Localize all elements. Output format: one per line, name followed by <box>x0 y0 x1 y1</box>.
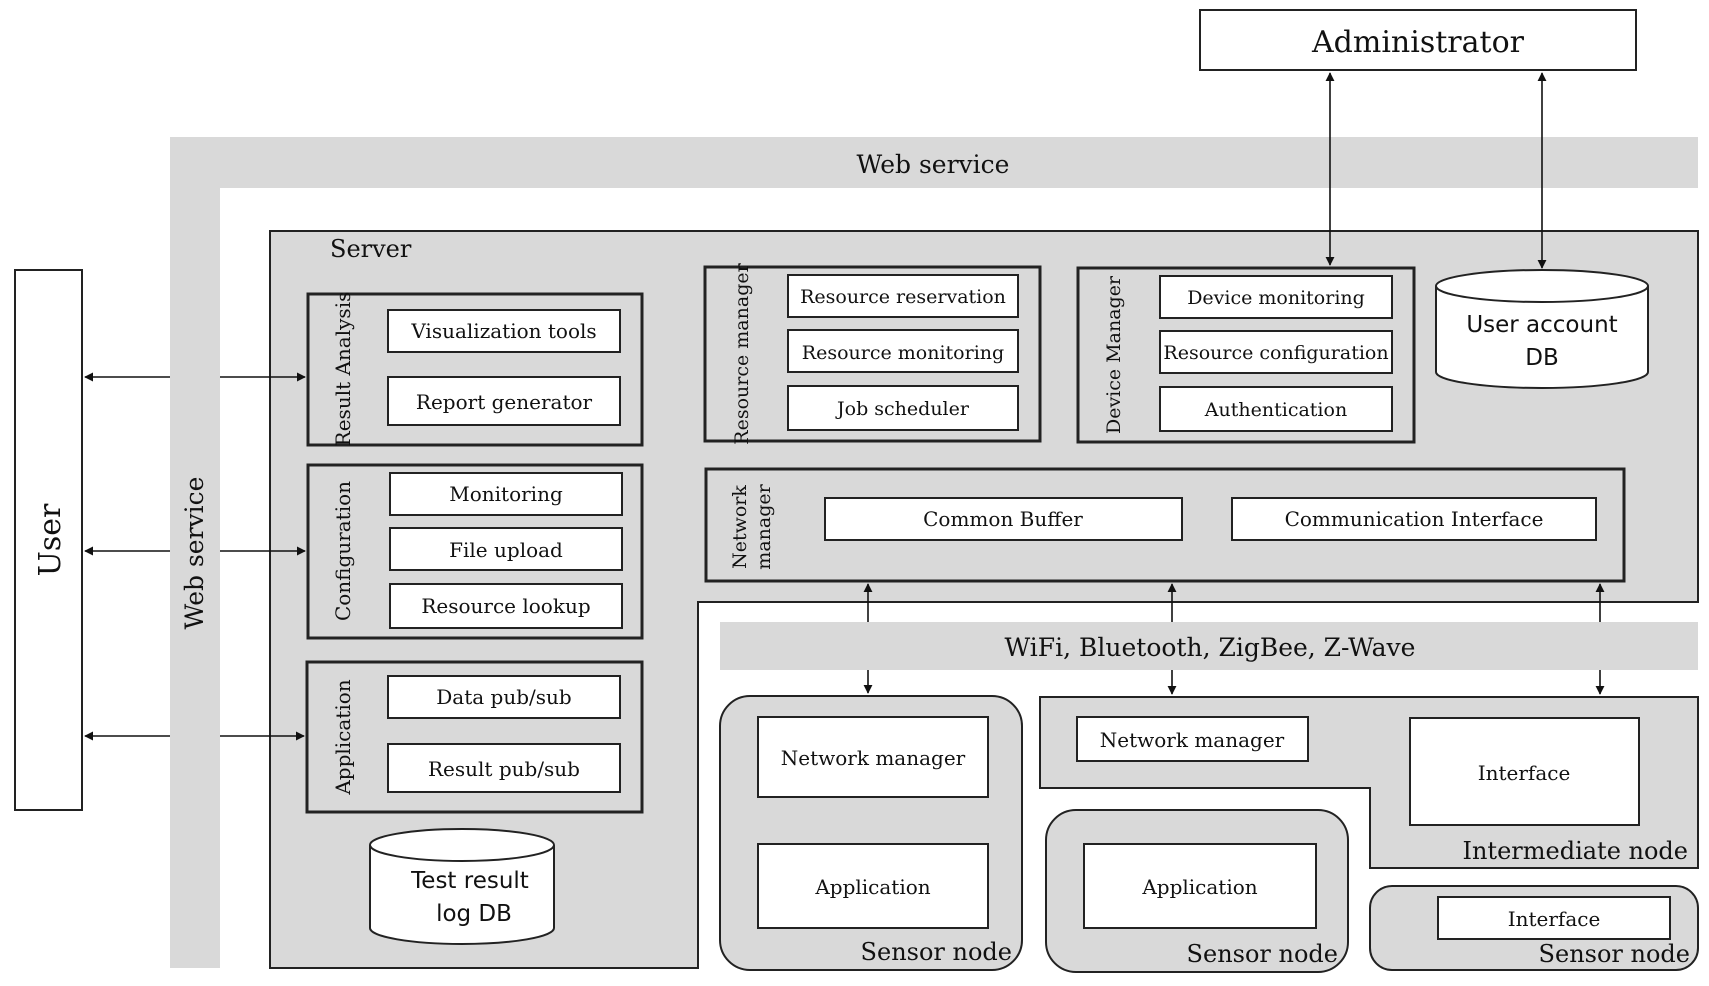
monitoring-box <box>389 472 623 516</box>
application-label: Application <box>331 679 355 795</box>
visualization-tools-box <box>387 309 621 353</box>
sensor3-interface-box <box>1437 896 1671 940</box>
report-generator-label: Report generator <box>416 390 593 414</box>
intermediate-interface-box <box>1409 717 1640 826</box>
sensor2-application-box <box>1083 843 1317 929</box>
user-account-db-icon <box>1435 269 1649 389</box>
resource-monitoring-box <box>787 329 1019 373</box>
device-monitoring-box <box>1159 275 1393 319</box>
device-manager-label: Device Manager <box>1103 275 1125 434</box>
sensor2-label: Sensor node <box>1187 940 1338 968</box>
monitoring-label: Monitoring <box>449 482 563 506</box>
user-label: User <box>33 503 68 576</box>
communication-interface-label: Communication Interface <box>1285 507 1544 531</box>
result-pubsub-label: Result pub/sub <box>428 757 580 781</box>
web-service-top-label: Web service <box>857 150 1010 179</box>
sensor3-interface-label: Interface <box>1508 907 1601 931</box>
resource-lookup-label: Resource lookup <box>421 594 590 618</box>
sensor1-network-manager-box <box>757 716 989 798</box>
file-upload-box <box>389 527 623 571</box>
communication-interface-box <box>1231 497 1597 541</box>
user-db-line2: DB <box>1525 345 1559 371</box>
sensor1-application-label: Application <box>814 875 930 899</box>
intermediate-network-manager-box <box>1076 716 1309 762</box>
resource-monitoring-label: Resource monitoring <box>802 342 1004 364</box>
intermediate-interface-label: Interface <box>1478 761 1571 785</box>
test-result-db-icon <box>369 828 555 945</box>
sensor1-network-manager-label: Network manager <box>781 746 966 770</box>
visualization-tools-label: Visualization tools <box>410 319 596 343</box>
device-monitoring-label: Device monitoring <box>1187 287 1365 309</box>
resource-reservation-label: Resource reservation <box>800 286 1006 308</box>
common-buffer-box <box>824 497 1183 541</box>
administrator-box <box>1199 9 1637 71</box>
data-pubsub-label: Data pub/sub <box>436 685 571 709</box>
test-db-line1: Test result <box>410 868 529 894</box>
network-manager-label-1: Network <box>729 485 751 569</box>
resource-configuration-box <box>1159 330 1393 374</box>
authentication-box <box>1159 386 1393 432</box>
connector-arrows <box>84 72 1605 741</box>
intermediate-network-manager-label: Network manager <box>1100 728 1285 752</box>
resource-reservation-box <box>787 274 1019 318</box>
administrator-label: Administrator <box>1311 25 1525 60</box>
user-db-line1: User account <box>1466 312 1617 338</box>
resource-lookup-box <box>389 583 623 629</box>
authentication-label: Authentication <box>1204 399 1347 421</box>
wireless-label: WiFi, Bluetooth, ZigBee, Z-Wave <box>1005 633 1416 662</box>
web-service-side-label: Web service <box>180 477 209 630</box>
network-manager-label-2: manager <box>753 483 775 569</box>
server-label: Server <box>330 235 412 263</box>
report-generator-box <box>387 376 621 426</box>
result-pubsub-box <box>387 743 621 793</box>
wireless-band <box>720 622 1698 670</box>
common-buffer-label: Common Buffer <box>923 507 1083 531</box>
intermediate-node-label: Intermediate node <box>1462 837 1688 865</box>
sensor1-label: Sensor node <box>861 938 1012 966</box>
job-scheduler-label: Job scheduler <box>835 398 970 420</box>
file-upload-label: File upload <box>449 538 563 562</box>
sensor3-label: Sensor node <box>1539 940 1690 968</box>
test-db-line2: log DB <box>436 901 512 927</box>
user-box <box>14 269 83 811</box>
sensor2-application-label: Application <box>1141 875 1257 899</box>
job-scheduler-box <box>787 385 1019 431</box>
result-analysis-label: Result Analysis <box>331 292 355 447</box>
configuration-label: Configuration <box>331 481 355 621</box>
sensor1-application-box <box>757 843 989 929</box>
data-pubsub-box <box>387 675 621 719</box>
resource-manager-label: Resource manager <box>731 262 753 444</box>
resource-configuration-label: Resource configuration <box>1163 342 1388 364</box>
